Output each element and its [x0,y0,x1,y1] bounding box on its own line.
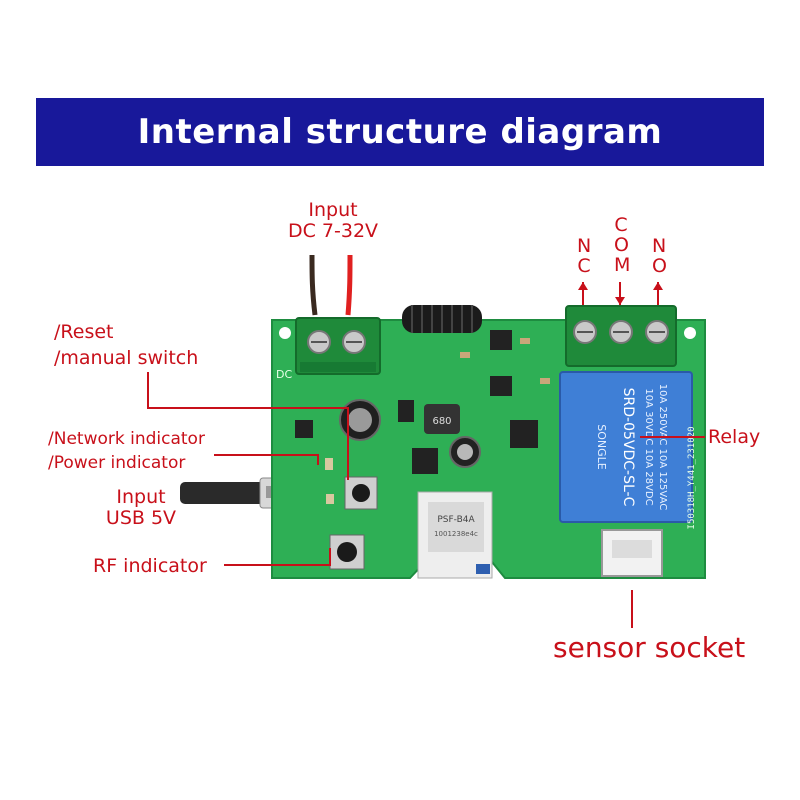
input-usb-label-line2: USB 5V [105,506,177,529]
network-pointer [214,454,319,465]
dc-wire-black [309,254,318,316]
dc-wire-red [345,254,353,316]
wifi-module: PSF-B4A 1001238e4c [417,491,493,579]
input-dc-label-line1: Input [308,199,358,221]
reset-label: /Reset [54,321,114,343]
svg-text:10A 30VDC 10A 28VDC: 10A 30VDC 10A 28VDC [643,388,654,505]
relay-component: 10A 250VAC 10A 125VAC 10A 30VDC 10A 28VD… [559,371,693,523]
title-banner: Internal structure diagram [36,98,764,166]
rf-indicator-label: RF indicator [93,555,207,577]
reset-button [344,476,378,510]
svg-text:SONGLE: SONGLE [595,424,608,470]
svg-text:PSF-B4A: PSF-B4A [437,515,475,525]
nc-label-text: N C [577,235,592,277]
rf-pointer [224,548,331,566]
no-label: N O [643,236,675,276]
rf-button [329,534,365,570]
antenna-coil [402,305,482,333]
usb-cable [180,482,270,504]
sensor-socket-label: sensor socket [553,631,746,664]
no-label-text: N O [652,235,667,277]
diagram-title: Internal structure diagram [137,112,663,152]
svg-text:SRD-05VDC-SL-C: SRD-05VDC-SL-C [620,388,636,507]
nc-label: N C [568,236,600,276]
ic-chip-4 [510,420,538,448]
svg-text:680: 680 [432,416,451,427]
svg-text:10A 250VAC 10A 125VAC: 10A 250VAC 10A 125VAC [657,384,668,511]
input-dc-label: Input DC 7-32V [270,200,396,242]
sensor-socket-component [601,529,663,577]
ic-chip-3 [412,448,438,474]
network-indicator-label: /Network indicator [48,429,205,449]
svg-text:1001238e4c: 1001238e4c [434,530,478,538]
ic-chip-5 [295,420,313,438]
input-dc-label-line2: DC 7-32V [287,219,379,242]
manual-switch-label: /manual switch [54,347,199,369]
pointer-lines [147,282,705,628]
input-usb-label-line1: Input [116,486,166,508]
dc-silk-text: DC [276,368,292,381]
reset-pointer [147,372,349,480]
relay-label: Relay [708,426,761,448]
diode [398,400,414,422]
com-label: C O M [605,215,637,275]
inductor [424,404,460,434]
ic-chip-2 [490,376,512,396]
input-usb-label: Input USB 5V [86,487,196,529]
ic-chip-1 [490,330,512,350]
power-indicator-label: /Power indicator [48,453,186,473]
com-label-text: C O M [614,214,631,276]
svg-text:I50318H_Y441_231020: I50318H_Y441_231020 [687,427,697,530]
